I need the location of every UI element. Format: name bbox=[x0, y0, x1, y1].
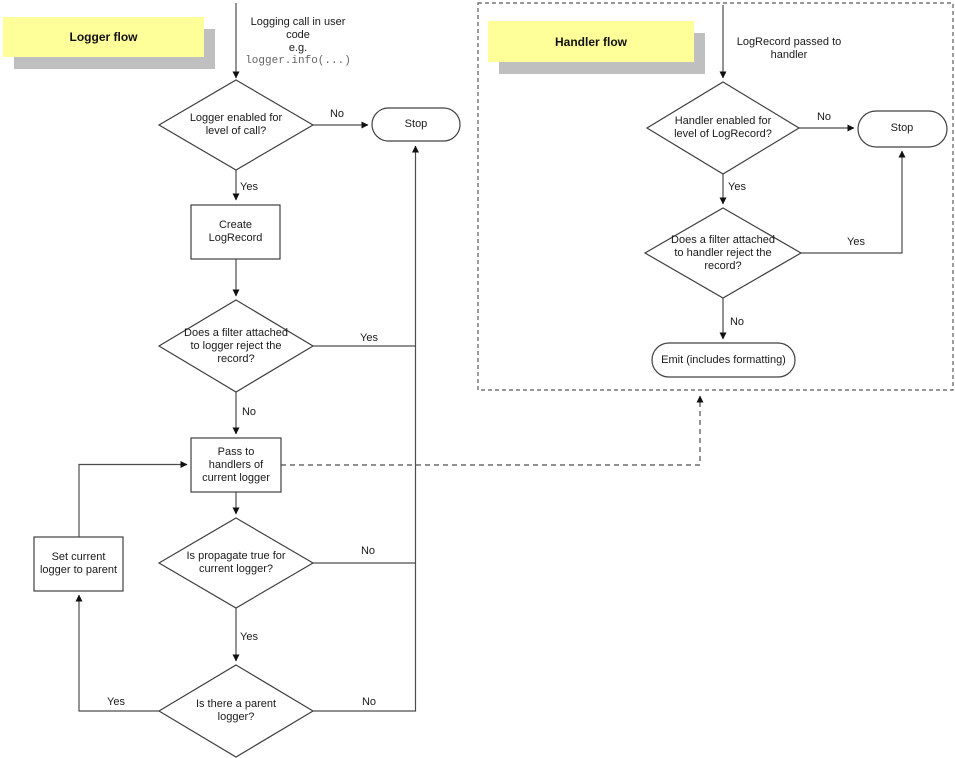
logger-entry-code: logger.info(...) bbox=[245, 55, 351, 67]
label-logger-enabled-no: No bbox=[329, 108, 345, 120]
terminator-emit-label: Emit (includes formatting) bbox=[661, 353, 786, 366]
handler-flow-boundary bbox=[477, 2, 954, 391]
decision-propagate-shape bbox=[157, 517, 315, 609]
process-set-current-logger-label: Set current logger to parent bbox=[39, 551, 118, 576]
logger-flow-title: Logger flow bbox=[3, 17, 204, 57]
decision-handler-enabled-shape bbox=[645, 81, 801, 175]
process-create-logrecord-label: Create LogRecord bbox=[208, 219, 263, 244]
label-logger-enabled-yes: Yes bbox=[240, 181, 258, 193]
terminator-emit-shape bbox=[651, 342, 796, 378]
handler-entry-text: LogRecord passed to handler bbox=[736, 36, 842, 61]
logger-entry-eg: e.g. bbox=[288, 42, 308, 54]
label-handler-filter-yes: Yes bbox=[847, 236, 865, 248]
label-handler-enabled-yes: Yes bbox=[728, 181, 746, 193]
decision-propagate-label: Is propagate true for current logger? bbox=[186, 550, 286, 575]
terminator-stop-logger-shape bbox=[371, 107, 461, 142]
process-set-current-logger-shape bbox=[33, 536, 124, 592]
decision-logger-enabled-shape bbox=[157, 79, 315, 171]
process-pass-to-handlers-shape bbox=[190, 437, 282, 493]
edge-parent-no-up-to-stop bbox=[313, 145, 419, 712]
edge-hfilter-yes-up-to-stop bbox=[801, 150, 906, 254]
logger-flow-title-text: Logger flow bbox=[69, 30, 138, 44]
logger-entry-text: Logging call in user code bbox=[250, 16, 346, 41]
decision-handler-filter-shape bbox=[643, 207, 803, 299]
label-handler-filter-no: No bbox=[729, 316, 745, 328]
edge-setparent-to-pass bbox=[78, 461, 188, 537]
decision-handler-filter-label: Does a filter attached to handler reject… bbox=[671, 233, 775, 272]
label-logger-filter-no: No bbox=[241, 406, 257, 418]
edge-pass-to-handlerflow-dashed bbox=[281, 395, 704, 466]
decision-logger-filter-label: Does a filter attached to logger reject … bbox=[184, 326, 288, 365]
process-pass-to-handlers-label: Pass to handlers of current logger bbox=[202, 445, 270, 484]
label-propagate-no: No bbox=[360, 545, 376, 557]
label-handler-enabled-no: No bbox=[816, 111, 832, 123]
decision-parent-logger-shape bbox=[157, 664, 315, 758]
handler-flow-title-text: Handler flow bbox=[554, 34, 627, 49]
edge-parent-yes-to-setparent bbox=[75, 594, 159, 712]
label-propagate-yes: Yes bbox=[240, 631, 258, 643]
decision-parent-logger-label: Is there a parent logger? bbox=[195, 698, 277, 723]
label-parent-yes: Yes bbox=[107, 696, 125, 708]
label-parent-no: No bbox=[361, 696, 377, 708]
terminator-stop-handler-shape bbox=[857, 110, 948, 148]
decision-logger-filter-shape bbox=[157, 299, 315, 393]
handler-entry-annotation: LogRecord passed to handler bbox=[730, 36, 848, 62]
terminator-stop-logger-label: Stop bbox=[404, 118, 428, 130]
decision-handler-enabled-label: Handler enabled for level of LogRecord? bbox=[674, 115, 772, 140]
process-create-logrecord-shape bbox=[190, 204, 281, 260]
terminator-stop-handler-label: Stop bbox=[890, 122, 914, 134]
label-logger-filter-yes: Yes bbox=[360, 332, 378, 344]
logger-entry-annotation: Logging call in user code e.g. logger.in… bbox=[242, 16, 354, 68]
decision-logger-enabled-label: Logger enabled for level of call? bbox=[189, 112, 283, 137]
handler-flow-title: Handler flow bbox=[488, 21, 694, 62]
